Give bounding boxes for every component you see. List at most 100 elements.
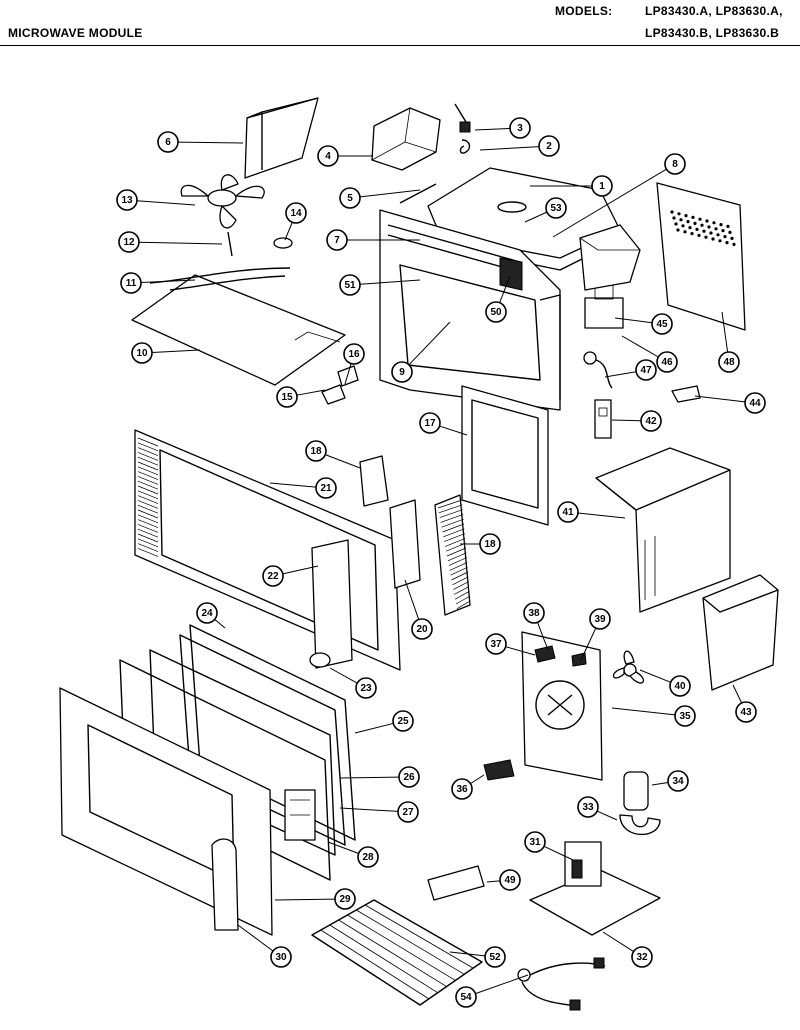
leader-line-47 xyxy=(604,371,637,378)
callout-20: 20 xyxy=(411,618,433,640)
callout-circle xyxy=(285,202,307,224)
part-switch xyxy=(594,399,612,439)
leader-line-22 xyxy=(282,565,319,575)
leader-line-41 xyxy=(577,512,626,519)
callout-circle xyxy=(355,677,377,699)
callout-number: 43 xyxy=(740,707,752,718)
callout-number: 15 xyxy=(281,392,293,403)
part-relay xyxy=(483,759,515,781)
callout-number: 51 xyxy=(344,280,356,291)
callout-circle xyxy=(196,602,218,624)
callout-circle xyxy=(339,187,361,209)
callout-circle xyxy=(397,801,419,823)
callout-8: 8 xyxy=(664,153,686,175)
callout-circle xyxy=(270,946,292,968)
callout-number: 44 xyxy=(749,398,761,409)
callout-circle xyxy=(419,412,441,434)
leader-line-37 xyxy=(505,646,536,656)
callout-circle xyxy=(718,351,740,373)
callout-number: 32 xyxy=(636,952,648,963)
models-line-1: LP83430.A, LP83630.A, xyxy=(645,4,783,18)
callout-number: 31 xyxy=(529,837,541,848)
callout-number: 10 xyxy=(136,348,148,359)
header-rule xyxy=(0,45,800,46)
callout-number: 50 xyxy=(490,307,502,318)
callout-12: 12 xyxy=(118,231,140,253)
callout-30: 30 xyxy=(270,946,292,968)
callout-23: 23 xyxy=(355,677,377,699)
leader-line-21 xyxy=(269,482,317,488)
leader-line-15 xyxy=(296,389,326,396)
part-bottom-plate xyxy=(131,274,346,386)
callout-circle xyxy=(499,869,521,891)
leader-line-52 xyxy=(449,951,486,957)
leader-line-17 xyxy=(439,425,468,436)
callout-circle xyxy=(538,135,560,157)
callout-circle xyxy=(664,153,686,175)
callout-50: 50 xyxy=(485,301,507,323)
callout-number: 11 xyxy=(126,278,137,289)
part-transformer xyxy=(579,224,641,291)
callout-circle xyxy=(667,770,689,792)
leader-line-43 xyxy=(732,684,743,704)
callout-36: 36 xyxy=(451,778,473,800)
callout-48: 48 xyxy=(718,351,740,373)
callout-circle xyxy=(744,392,766,414)
callout-circle xyxy=(305,440,327,462)
callout-number: 29 xyxy=(339,894,351,905)
callout-number: 49 xyxy=(504,875,516,886)
callout-2: 2 xyxy=(538,135,560,157)
leader-line-25 xyxy=(354,722,394,734)
leader-line-12 xyxy=(138,241,223,245)
leader-line-38 xyxy=(537,622,549,651)
callout-circle xyxy=(116,189,138,211)
leader-line-49 xyxy=(486,880,501,883)
callout-38: 38 xyxy=(523,602,545,624)
leader-line-33 xyxy=(596,810,618,821)
callout-circle xyxy=(131,342,153,364)
callout-circle xyxy=(315,477,337,499)
callout-27: 27 xyxy=(397,801,419,823)
callout-number: 54 xyxy=(460,992,472,1003)
callout-37: 37 xyxy=(485,633,507,655)
callout-11: 11 xyxy=(120,272,142,294)
callout-3: 3 xyxy=(509,117,531,139)
part-washer xyxy=(273,237,293,249)
callout-circle xyxy=(631,946,653,968)
callout-49: 49 xyxy=(499,869,521,891)
callout-number: 42 xyxy=(645,416,657,427)
callout-circle xyxy=(276,386,298,408)
callout-number: 40 xyxy=(674,681,686,692)
part-plate-20 xyxy=(389,499,421,589)
callout-number: 26 xyxy=(403,772,415,783)
part-hv-transformer xyxy=(529,841,661,936)
callout-circle xyxy=(343,343,365,365)
callout-circle xyxy=(262,565,284,587)
callout-22: 22 xyxy=(262,565,284,587)
callout-circle xyxy=(545,197,567,219)
callout-number: 14 xyxy=(290,208,302,219)
callout-number: 37 xyxy=(490,639,502,650)
leader-line-26 xyxy=(339,776,400,779)
callout-circle xyxy=(392,710,414,732)
callout-circle xyxy=(118,231,140,253)
leader-line-14 xyxy=(284,222,293,241)
leader-line-8 xyxy=(552,168,667,238)
callout-number: 45 xyxy=(656,319,668,330)
callout-number: 4 xyxy=(325,151,331,162)
leader-line-11 xyxy=(140,279,196,284)
callout-circle xyxy=(357,846,379,868)
callout-35: 35 xyxy=(674,705,696,727)
callout-circle xyxy=(326,229,348,251)
callout-number: 23 xyxy=(360,683,372,694)
callout-31: 31 xyxy=(524,831,546,853)
part-cover-plate xyxy=(371,107,441,171)
callout-28: 28 xyxy=(357,846,379,868)
callout-number: 52 xyxy=(489,952,501,963)
callout-circle xyxy=(669,675,691,697)
leader-line-5 xyxy=(359,189,421,198)
part-fan-blade-small xyxy=(612,650,645,684)
leader-line-18a xyxy=(325,454,361,469)
part-diode xyxy=(427,865,485,901)
